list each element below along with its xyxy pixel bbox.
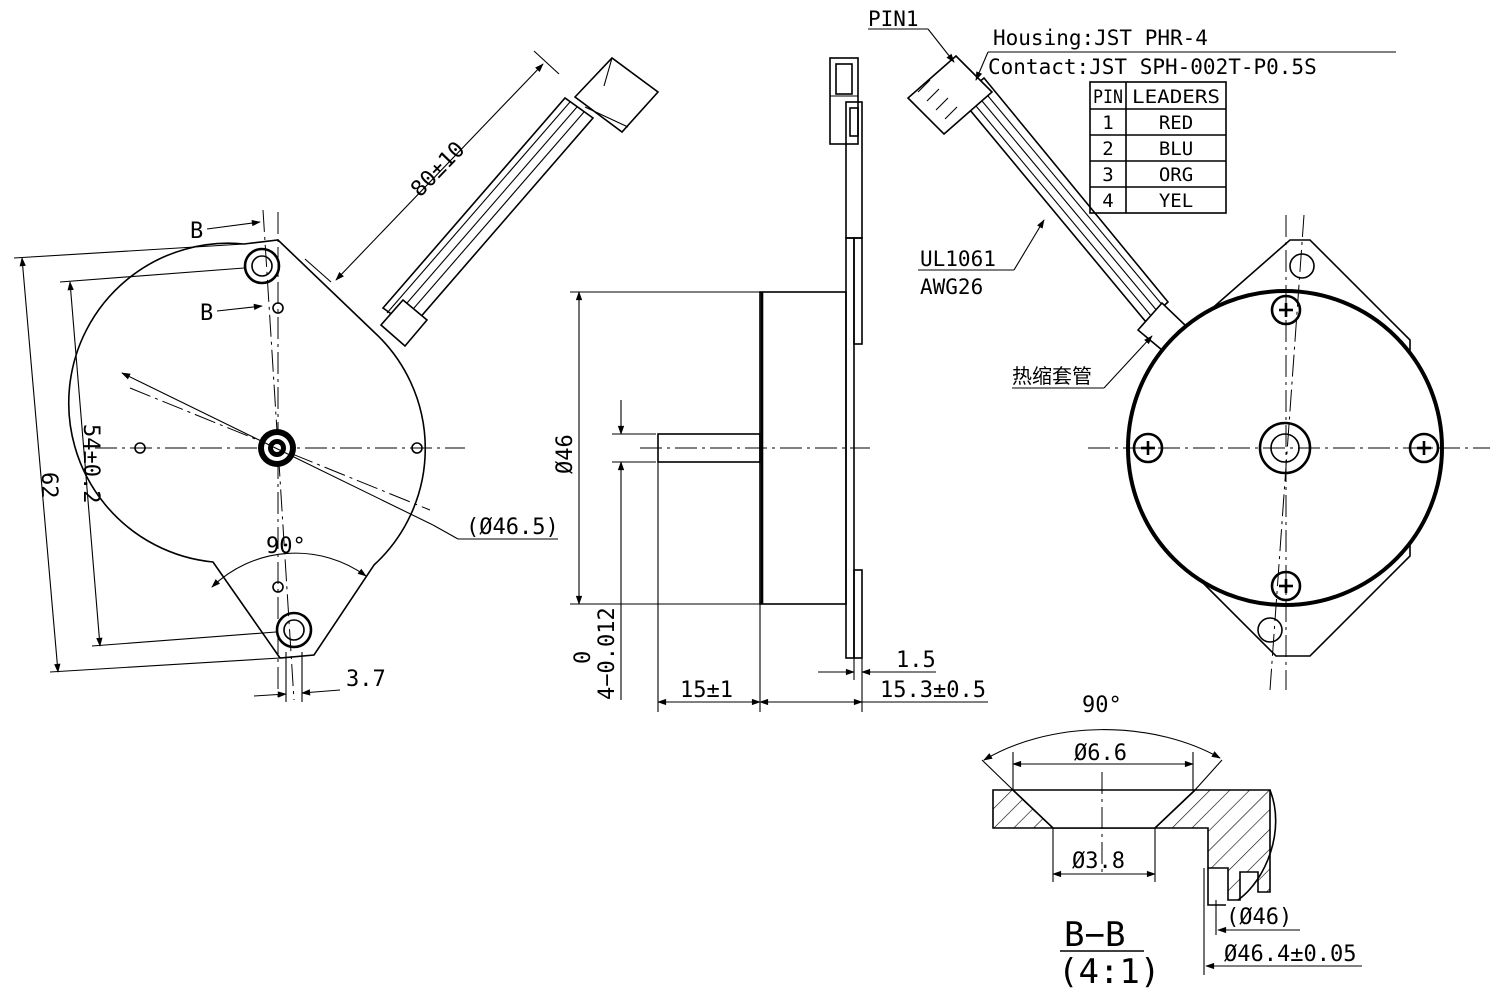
lead-wire-rear xyxy=(906,54,1188,352)
side-view: Ø46 0 4−0.012 15±1 15.3±0.5 1.5 xyxy=(553,57,988,712)
section-title-text: B−B xyxy=(1064,915,1125,955)
dim-flange-thk-text: 1.5 xyxy=(896,648,936,673)
front-shaft xyxy=(258,429,296,467)
pin-table-cell: 1 xyxy=(1102,112,1113,134)
dim-B-upper: B xyxy=(190,219,261,244)
mount-hole-top xyxy=(243,247,281,285)
dim-shaft-tol-upper-text: 0 xyxy=(571,651,596,664)
section-scale-text: (4:1) xyxy=(1058,952,1160,992)
contact-text: Contact:JST SPH-002T-P0.5S xyxy=(988,55,1317,79)
dim-pilot-text: Ø46.4±0.05 xyxy=(1224,942,1356,967)
dim-B-lower: B xyxy=(200,301,263,326)
wire-type-text: UL1061 xyxy=(920,247,996,271)
pin1-label: PIN1 xyxy=(868,7,919,31)
dim-bolt-circle: (Ø46.5) xyxy=(121,372,559,540)
dim-body-length-text: 15.3±0.5 xyxy=(880,678,986,703)
dim-hole-front-text: 3.7 xyxy=(346,667,386,692)
dim-shaft-length: 15±1 xyxy=(657,462,761,712)
dim-flange-thk: 1.5 xyxy=(818,648,936,680)
dim-countersink: Ø6.6 xyxy=(1012,741,1194,790)
dim-shaft-length-text: 15±1 xyxy=(680,678,733,703)
dim-section-angle-text: 90° xyxy=(1082,693,1122,718)
mount-hole-bottom xyxy=(275,611,313,649)
dim-B-lower-text: B xyxy=(200,301,213,326)
screw-right xyxy=(1408,432,1440,464)
side-shaft xyxy=(657,433,761,463)
pin-table-cell: 3 xyxy=(1102,164,1113,186)
pin-table-header-leaders: LEADERS xyxy=(1132,86,1220,108)
front-view: 80±10 62 54±0.2 B B (Ø46.5) xyxy=(13,50,660,702)
dim-body-length: 15.3±0.5 xyxy=(759,658,988,712)
connector-callout: Housing:JST PHR-4 Contact:JST SPH-002T-P… xyxy=(975,26,1396,81)
dim-flange-length-text: 62 xyxy=(36,472,61,499)
pin-table-cell: YEL xyxy=(1159,190,1193,212)
dim-B-upper-text: B xyxy=(190,219,203,244)
dim-section-hole-text: Ø3.8 xyxy=(1072,849,1125,874)
dim-lead-length-text: 80±10 xyxy=(406,137,470,202)
housing-text: Housing:JST PHR-4 xyxy=(993,26,1208,50)
heat-shrink-callout: 热缩套管 xyxy=(1012,335,1153,389)
dim-pilot-ref-text: (Ø46) xyxy=(1226,905,1292,930)
dim-body-dia-text: Ø46 xyxy=(553,434,578,474)
heat-shrink-text: 热缩套管 xyxy=(1012,364,1092,388)
wire-gauge-text: AWG26 xyxy=(920,275,983,299)
screw-left xyxy=(1132,432,1164,464)
pin-table-cell: 4 xyxy=(1102,190,1113,212)
screw-top xyxy=(1270,294,1302,326)
dim-shaft-tol-lower-text: 4−0.012 xyxy=(595,607,620,700)
dim-countersink-text: Ø6.6 xyxy=(1074,741,1127,766)
dim-pilot: (Ø46) Ø46.4±0.05 xyxy=(1203,868,1362,975)
dim-flange-length: 62 xyxy=(13,243,281,673)
section-view: 90° Ø6.6 Ø3.8 (Ø46) Ø46.4±0.05 B−B (4:1) xyxy=(981,693,1362,992)
pin-table-cell: ORG xyxy=(1159,164,1193,186)
pin-table-cell: 2 xyxy=(1102,138,1113,160)
pin1-callout: PIN1 xyxy=(868,7,955,63)
dim-section-angle: 90° xyxy=(981,693,1223,791)
rear-screws xyxy=(1132,294,1440,602)
dim-body-dia: Ø46 xyxy=(553,291,760,605)
rear-hub xyxy=(1258,421,1312,475)
rear-view: PIN1 Housing:JST PHR-4 Contact:JST SPH-0… xyxy=(868,7,1490,691)
dim-hole-front: 3.7 xyxy=(253,652,386,702)
section-title: B−B (4:1) xyxy=(1058,915,1160,992)
screw-bottom xyxy=(1270,570,1302,602)
dim-angle-front: 90° xyxy=(211,534,367,588)
pin-table: PIN LEADERS 1 RED 2 BLU 3 ORG 4 YEL xyxy=(1089,81,1227,214)
lead-wire-front xyxy=(379,56,660,348)
dim-section-hole: Ø3.8 xyxy=(1052,828,1156,882)
pin-table-cell: RED xyxy=(1159,112,1193,134)
dim-bolt-circle-text: (Ø46.5) xyxy=(466,515,559,540)
dim-shaft-dia: 0 4−0.012 xyxy=(571,400,656,700)
front-flange-outline xyxy=(68,239,427,659)
pin-table-cell: BLU xyxy=(1159,138,1193,160)
dim-angle-front-text: 90° xyxy=(266,534,306,559)
pin-table-header-pin: PIN xyxy=(1093,86,1123,108)
dim-mount-pitch-text: 54±0.2 xyxy=(78,424,103,503)
wire-spec-callout: UL1061 AWG26 xyxy=(918,219,1045,299)
dim-mount-pitch: 54±0.2 xyxy=(59,267,277,647)
side-pcb-connector xyxy=(829,57,863,239)
